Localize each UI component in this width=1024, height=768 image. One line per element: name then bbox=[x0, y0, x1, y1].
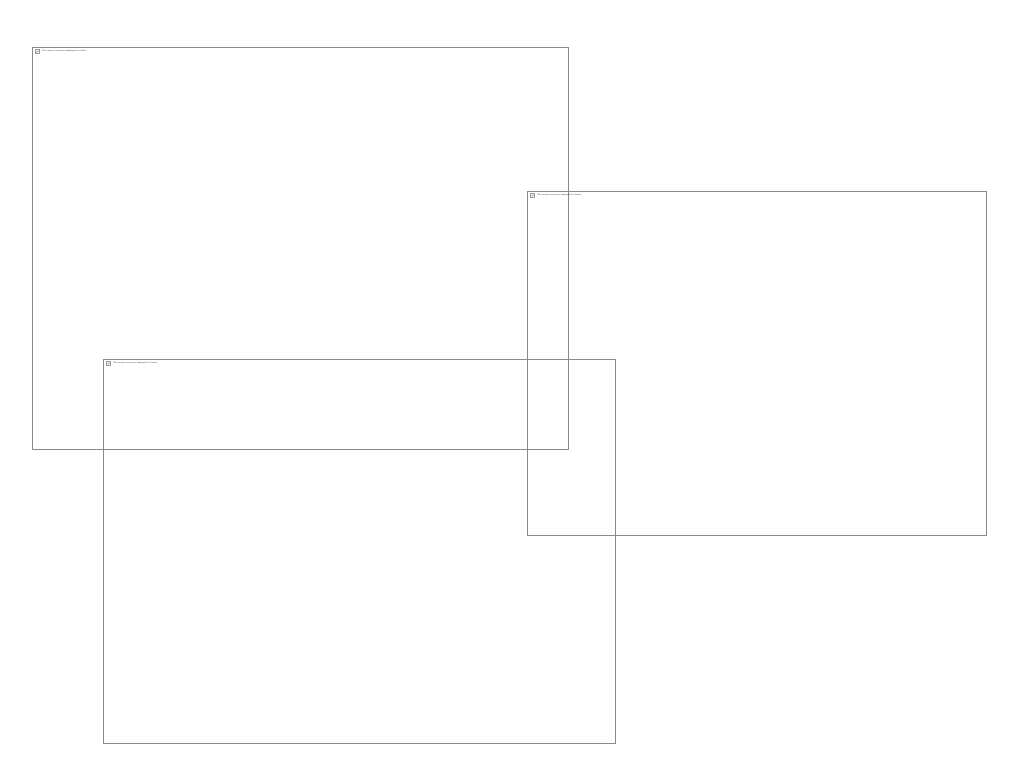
frame-header: This content cannot be displayed in a fr… bbox=[106, 361, 157, 366]
broken-image-icon bbox=[35, 49, 40, 54]
embedded-frame-bottom[interactable]: This content cannot be displayed in a fr… bbox=[103, 359, 616, 744]
frame-header: This content cannot be displayed in a fr… bbox=[530, 193, 581, 198]
embedded-frame-right[interactable]: This content cannot be displayed in a fr… bbox=[527, 191, 987, 536]
frame-message: This content cannot be displayed in a fr… bbox=[113, 362, 158, 364]
broken-image-icon bbox=[530, 193, 535, 198]
frame-message: This content cannot be displayed in a fr… bbox=[537, 194, 582, 196]
frame-header: This content cannot be displayed in a fr… bbox=[35, 49, 86, 54]
frame-message: This content cannot be displayed in a fr… bbox=[42, 50, 87, 52]
broken-image-icon bbox=[106, 361, 111, 366]
embedded-frame-top-left[interactable]: This content cannot be displayed in a fr… bbox=[32, 47, 569, 450]
